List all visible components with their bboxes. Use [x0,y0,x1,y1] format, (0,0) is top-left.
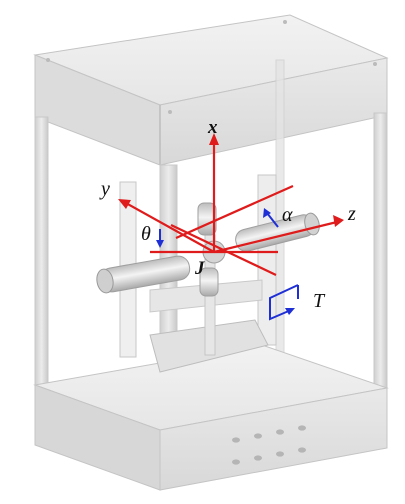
y-axis-label: y [99,178,110,200]
annotation-arrowheads [156,208,295,315]
bottom-base [33,344,389,491]
inertia-label: J [194,258,205,279]
z-axis-line [213,220,338,254]
z-arrowhead [333,215,344,227]
x-axis-label: x [207,117,218,138]
torque-label: T [313,290,326,312]
diagonal-axis-b [170,224,277,276]
torque-bracket [269,284,299,321]
theta-label: θ [141,223,151,245]
base-holes [232,425,306,465]
y-arrowhead [118,199,131,209]
x-arrowhead [209,133,219,145]
coordinate-axes [123,140,338,276]
diagonal-axis-a [175,184,294,240]
alpha-arrowhead [263,208,271,218]
axis-arrowheads [118,133,344,227]
top-plate [33,14,389,166]
torque-arrowhead [285,308,295,315]
alpha-rotation-arrow [266,212,279,228]
alpha-label: α [282,204,293,226]
theta-arrowhead [156,240,164,248]
z-axis-label: z [347,203,356,225]
y-axis-line [123,201,215,253]
